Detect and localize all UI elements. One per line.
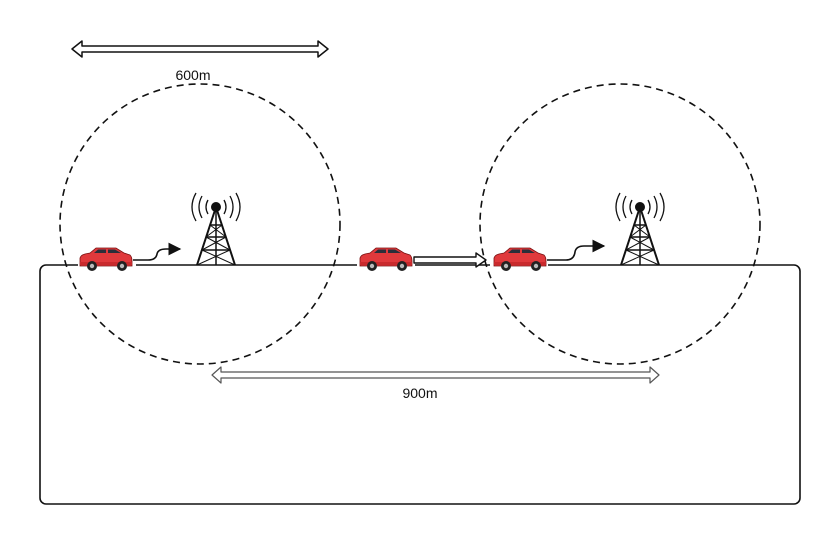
distance-label-600m: 600m — [175, 67, 210, 83]
distance-arrow-600m — [71, 40, 329, 58]
coverage-circle-right — [479, 83, 761, 365]
distance-arrow-900m — [211, 366, 660, 384]
connection-arrow-right — [547, 239, 606, 261]
handover-arrow — [413, 252, 487, 268]
ground-area — [39, 264, 801, 505]
coverage-circle-left — [59, 83, 341, 365]
connection-arrow-left — [133, 242, 182, 261]
radio-tower-icon — [191, 192, 241, 266]
radio-tower-icon — [615, 192, 665, 266]
distance-label-900m: 900m — [402, 385, 437, 401]
